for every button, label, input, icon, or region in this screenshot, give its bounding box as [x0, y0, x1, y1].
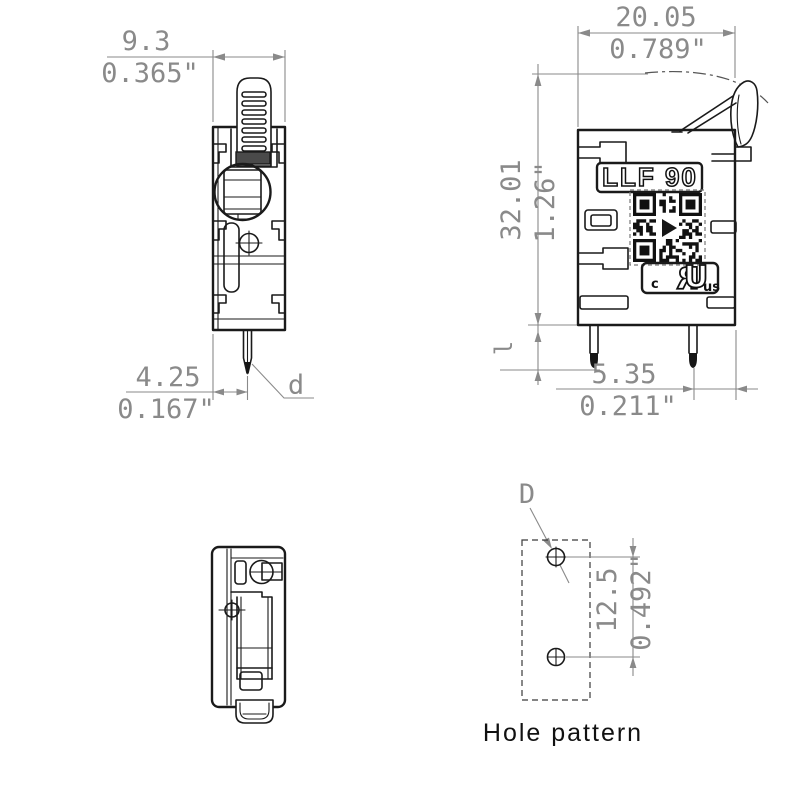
dim-side-width-mm: 9.3 — [122, 26, 171, 57]
ul-recognized-mark: c R U us — [640, 259, 720, 298]
dim-pin-edge-mm: 5.35 — [591, 359, 656, 390]
solder-pins-front — [589, 324, 698, 368]
front-view: 20.05 0.789" 32.01 1.26" l — [490, 2, 769, 422]
dimension-hole-spacing: 12.5 0.492" — [566, 538, 657, 676]
ul-mark-r: R — [676, 262, 699, 297]
test-slot — [223, 222, 240, 293]
latch-hooks — [212, 143, 286, 314]
dimension-front-width: 20.05 0.789" — [577, 2, 736, 127]
right-latch-tabs — [706, 220, 737, 309]
lever-hinge-step — [711, 146, 752, 162]
dim-hole-spacing-mm: 12.5 — [592, 567, 623, 632]
wire-entry — [213, 162, 272, 222]
dimension-side-width: 9.3 0.365" — [101, 26, 286, 122]
dim-pin-offset-in: 0.167" — [117, 394, 215, 425]
hole-pattern-caption: Hole pattern — [483, 719, 643, 747]
lever-swing-arc — [644, 71, 769, 104]
bottom-boss — [235, 699, 274, 724]
dim-front-height-mm: 32.01 — [496, 159, 527, 240]
dimension-front-height: 32.01 1.26" l — [490, 64, 648, 385]
housing-front-outline — [576, 128, 737, 327]
footprint-outline — [521, 539, 591, 701]
hole-top — [545, 546, 567, 568]
latch-window — [584, 209, 618, 231]
ul-mark-u: U — [684, 260, 708, 295]
dimension-pin-edge: 5.35 0.211" — [556, 330, 758, 422]
dim-pin-edge-in: 0.211" — [579, 391, 677, 422]
ul-mark-us: us — [703, 280, 720, 295]
dim-front-height-in: 1.26" — [530, 161, 561, 242]
hole-label: D — [519, 479, 535, 510]
lever-base — [235, 151, 271, 165]
hole-pattern-view: D 12.5 0.492" Hole pattern — [483, 479, 657, 747]
lever-blade — [671, 80, 759, 162]
lever-ribs — [241, 91, 267, 152]
release-lever — [230, 77, 278, 168]
dim-front-width-mm: 20.05 — [615, 2, 696, 33]
qr-code — [629, 189, 706, 266]
left-latch-tabs — [577, 141, 629, 310]
top-view — [210, 545, 287, 724]
marker-hole — [235, 230, 263, 256]
top-edge-lines — [226, 548, 284, 706]
qr-play-icon — [662, 219, 677, 237]
top-step — [230, 591, 273, 680]
housing-lines — [212, 255, 286, 320]
top-clamp-features — [234, 559, 283, 585]
top-marker-hole — [218, 599, 246, 621]
hole-bottom — [546, 647, 566, 667]
pin-diameter-callout: d — [251, 363, 314, 401]
pin-diameter-label: d — [288, 370, 304, 401]
pin-length-label: l — [490, 341, 518, 355]
dim-front-width-in: 0.789" — [609, 34, 707, 65]
dim-side-width-in: 0.365" — [101, 58, 199, 89]
product-marking: LLF 90 — [602, 162, 698, 192]
solder-pin-side — [242, 329, 253, 375]
clamp-window — [223, 169, 262, 215]
dimension-pin-offset: 4.25 0.167" — [117, 334, 249, 425]
marking-plate: LLF 90 — [595, 161, 704, 194]
dim-hole-spacing-in: 0.492" — [626, 553, 657, 651]
top-channel — [236, 596, 273, 691]
hole-leader — [529, 507, 570, 584]
top-outline — [210, 545, 287, 709]
dim-pin-offset-mm: 4.25 — [135, 362, 200, 393]
side-view: 9.3 0.365" — [101, 26, 314, 425]
ul-mark-c: c — [651, 277, 659, 292]
